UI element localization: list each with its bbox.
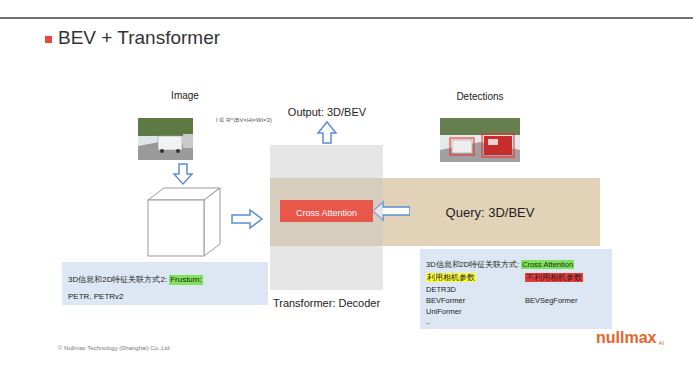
photo-trees: [440, 118, 520, 135]
copyright: © Nullmax Technology (Shanghai) Co.,Ltd: [58, 345, 170, 352]
text-holder: BEVSegFormer: [525, 289, 578, 307]
highlighted-text: 不利用相机参数: [525, 273, 583, 282]
text-holder: UniFormer: [426, 300, 461, 318]
title-bullet: [45, 36, 52, 43]
detection-box: [482, 134, 514, 157]
attention-box: Cross Attention: [280, 200, 373, 222]
text-holder: 3D信息和2D特征关联方式2:: [68, 268, 167, 286]
logo: nullmax: [596, 328, 656, 347]
label-holder: I ∈ R^(BV×Hi×Wi×3): [216, 108, 272, 126]
box-text: DETR3D: [426, 285, 456, 294]
photo-wheel: [176, 149, 180, 153]
text-holder: PETR, PETRv2: [68, 285, 124, 303]
box-text: 3D信息和2D特征关联方式:: [426, 260, 519, 269]
detection-box: [450, 138, 474, 155]
formula: I ∈ R^(BV×Hi×Wi×3): [216, 117, 272, 124]
box-text: BEVFormer: [426, 296, 465, 305]
text-holder: ..: [426, 310, 430, 328]
label-holder: AI: [658, 331, 664, 349]
decoder-panel: Transformer: DecoderCross Attention: [270, 145, 383, 290]
detections-label: Detections: [456, 91, 503, 103]
text-holder: BEVFormer: [426, 289, 465, 307]
logo-suffix: AI: [658, 340, 664, 347]
box-text: ..: [426, 317, 430, 326]
photo-wheel: [160, 149, 164, 153]
text-holder: Cross Attention: [521, 253, 574, 271]
box-text: 3D信息和2D特征关联方式2:: [68, 275, 167, 285]
header-rule: [0, 17, 693, 19]
output-label: Output: 3D/BEV: [288, 106, 366, 119]
label-holder: Output: 3D/BEV: [288, 102, 366, 120]
text-holder: DETR3D: [426, 278, 456, 296]
box-text: Cross Attention: [296, 208, 357, 219]
flow-arrow: [174, 164, 192, 184]
feature-cube: [148, 188, 220, 256]
label-holder: Image: [171, 85, 199, 103]
photo-car: [158, 136, 182, 150]
label-holder: nullmax: [596, 328, 656, 347]
detections-photo: [440, 118, 520, 162]
photo-sky: [440, 118, 520, 162]
highlighted-text: Cross Attention: [521, 260, 574, 269]
highlighted-text: 利用相机参数: [426, 273, 476, 282]
text-holder: Transformer: Decoder: [273, 293, 380, 311]
photo-sky: [138, 118, 193, 160]
text-holder: 3D信息和2D特征关联方式:: [426, 253, 519, 271]
text-holder: Frustum:: [169, 268, 203, 286]
query-band: Query: 3D/BEV: [410, 178, 600, 246]
input-photo: [138, 118, 193, 160]
flow-arrow: [318, 122, 336, 143]
box-text: Query: 3D/BEV: [446, 205, 535, 221]
cube-front: [148, 200, 204, 256]
slide-title: BEV + Transformer: [58, 27, 220, 50]
box-text: PETR, PETRv2: [68, 292, 124, 302]
box-text: UniFormer: [426, 307, 461, 316]
photo-car: [484, 136, 512, 155]
box-text: BEVSegFormer: [525, 296, 578, 305]
label-holder: Detections: [456, 86, 503, 104]
photo-car: [183, 134, 193, 148]
panel-heading: Transformer: Decoder: [273, 297, 380, 310]
photo-window: [488, 139, 498, 145]
note-box: 3D信息和2D特征关联方式2:Frustum: PETR, PETRv2: [62, 262, 268, 305]
photo-car: [452, 140, 472, 153]
label-holder: © Nullmax Technology (Shanghai) Co.,Ltd: [58, 336, 170, 354]
highlighted-text: Frustum:: [169, 275, 203, 285]
text-holder: Cross Attention: [296, 202, 357, 220]
flow-arrow: [232, 210, 262, 228]
text-holder: 利用相机参数: [426, 266, 476, 284]
image-label: Image: [171, 90, 199, 102]
text-holder: 不利用相机参数: [525, 266, 583, 284]
note-box: 3D信息和2D特征关联方式:Cross Attention 利用相机参数 不利用相机…: [420, 249, 612, 329]
text-holder: Query: 3D/BEV: [446, 203, 535, 221]
title-holder: BEV + Transformer: [58, 27, 220, 50]
photo-trees: [138, 118, 193, 136]
cube-side: [204, 188, 220, 256]
